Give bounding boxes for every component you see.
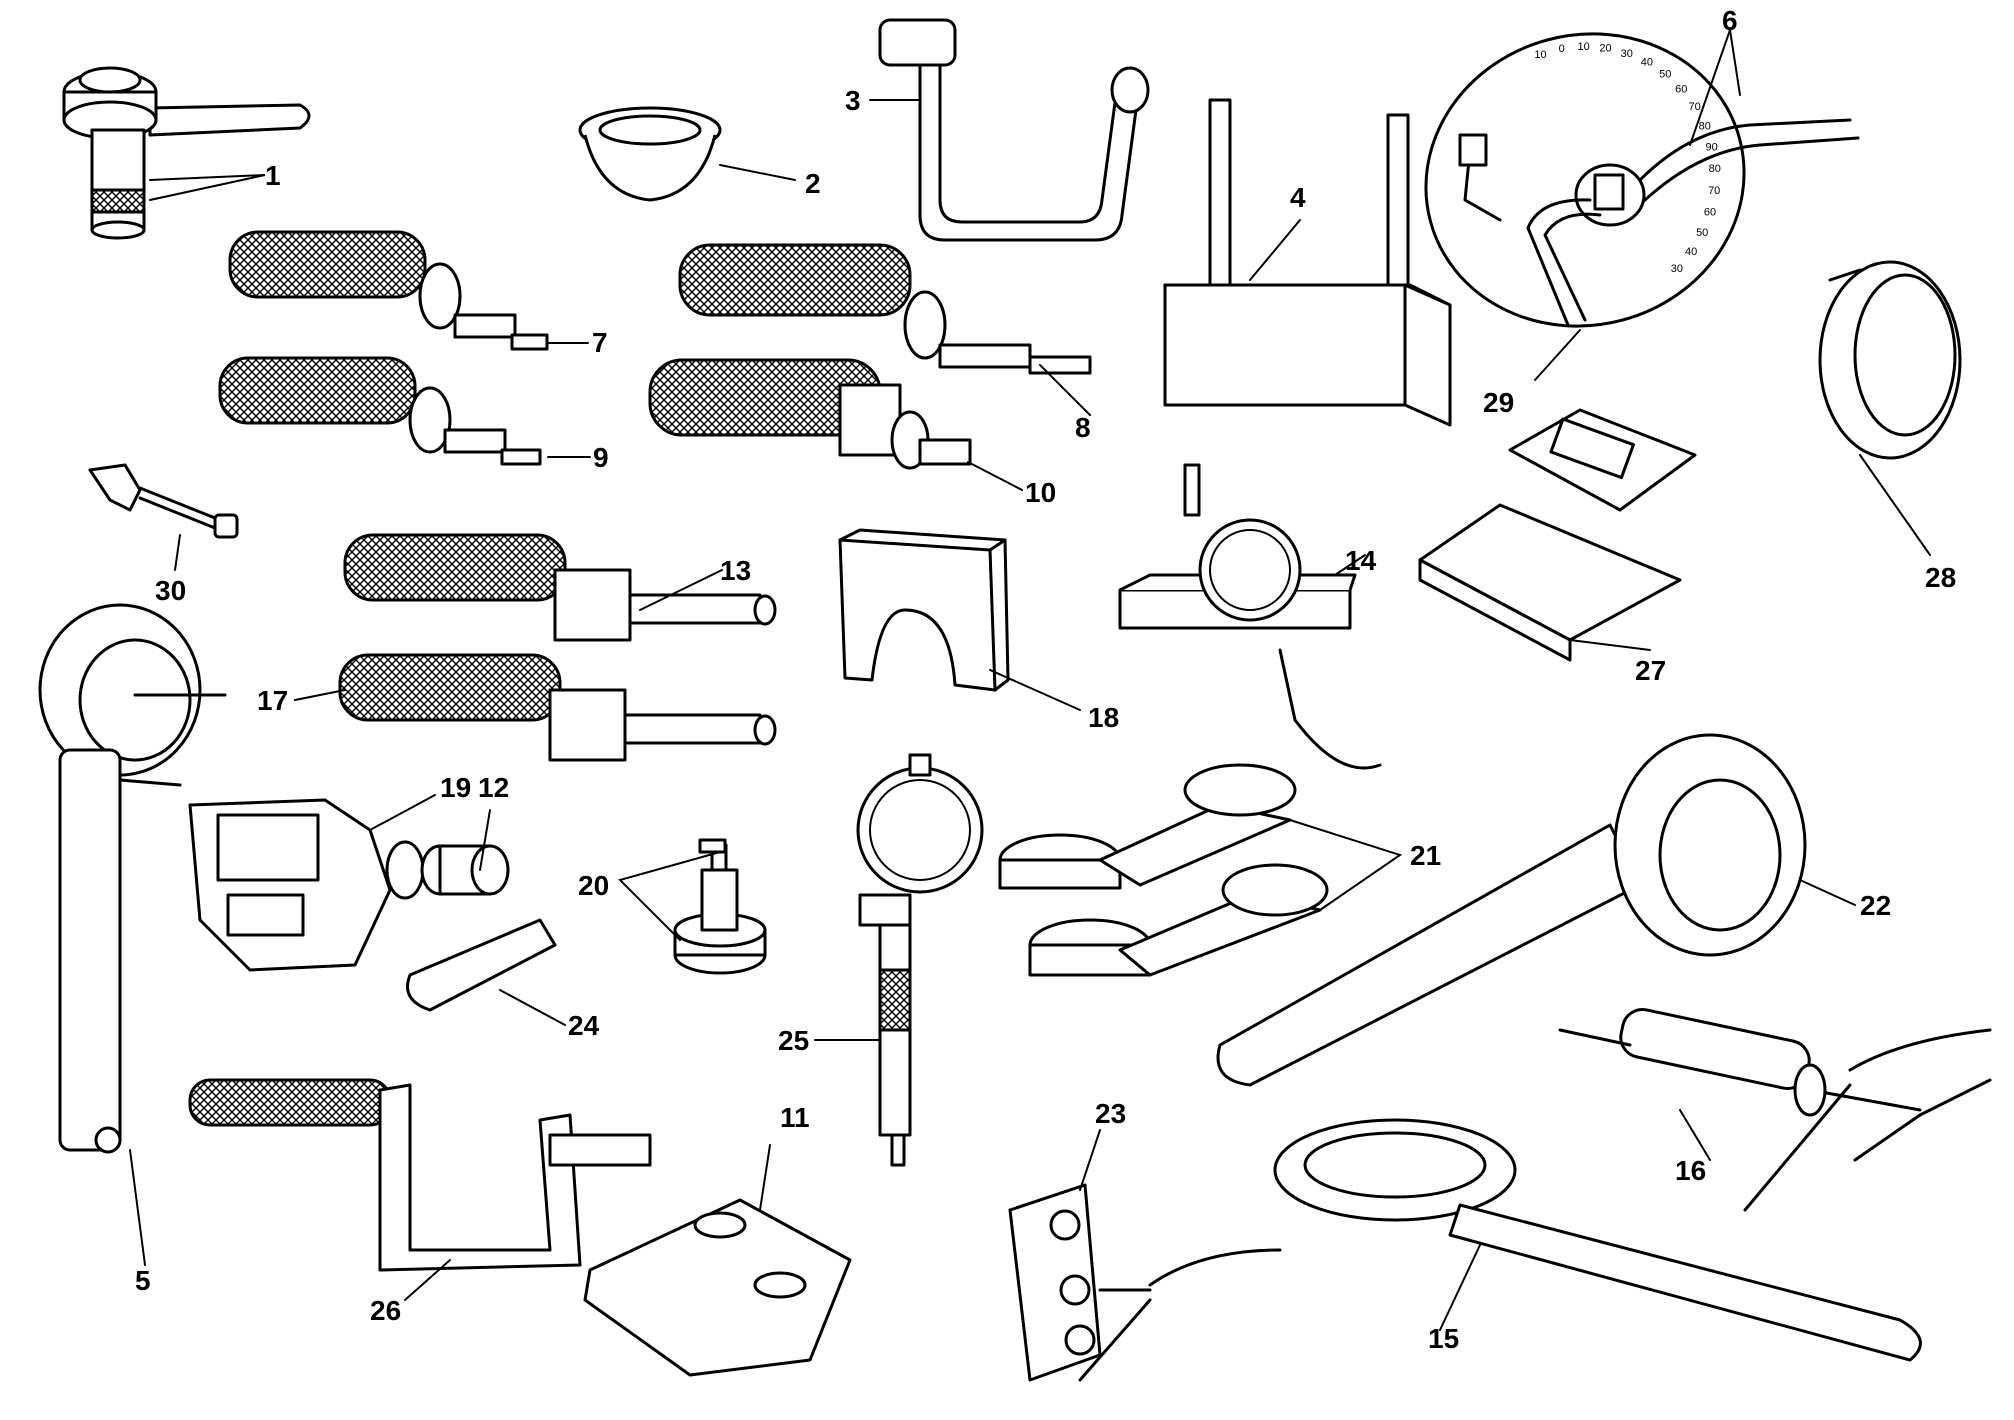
tool-20-pin-base xyxy=(673,838,767,975)
dial-scale-mark: 30 xyxy=(1671,263,1683,275)
dial-scale-mark: 0 xyxy=(1559,43,1565,55)
label-30: 30 xyxy=(155,575,186,606)
label-5: 5 xyxy=(135,1265,151,1296)
tool-29-degree-wheel xyxy=(1424,32,1860,328)
label-11: 11 xyxy=(780,1102,810,1133)
label-15: 15 xyxy=(1428,1323,1459,1354)
label-2: 2 xyxy=(805,168,821,199)
label-4: 4 xyxy=(1290,182,1306,213)
dial-scale-mark: 10 xyxy=(1534,49,1546,61)
tool-8-drift xyxy=(678,243,1092,375)
label-22: 22 xyxy=(1860,890,1891,921)
tool-12-sleeve xyxy=(420,844,510,896)
part-labels: 1 2 3 4 5 6 7 8 9 10 11 12 13 14 15 16 1… xyxy=(135,5,1956,1354)
tool-23-adjuster-plate xyxy=(1008,1183,1282,1382)
label-13: 13 xyxy=(720,555,751,586)
tool-27-digital-gauge xyxy=(1418,408,1697,662)
tool-3-bent-bar xyxy=(878,18,1150,242)
tool-28-ring xyxy=(1818,260,1962,460)
dial-scale-mark: 80 xyxy=(1709,163,1721,175)
tool-5-holding-wrench xyxy=(38,603,227,1154)
label-8: 8 xyxy=(1075,412,1091,443)
tool-14-dial-indicator xyxy=(1118,463,1382,770)
label-18: 18 xyxy=(1088,702,1119,733)
label-20: 20 xyxy=(578,870,609,901)
label-19: 19 xyxy=(440,772,471,803)
leader-lines xyxy=(129,29,1931,1331)
tool-4-fixture-block xyxy=(1163,98,1452,427)
tool-22-long-wrench xyxy=(1216,733,1807,1087)
tool-26-c-frame xyxy=(188,1078,652,1272)
label-17: 17 xyxy=(257,685,288,716)
dial-scale-mark: 70 xyxy=(1708,185,1720,197)
tool-19-gauge xyxy=(188,798,425,972)
label-21: 21 xyxy=(1410,840,1441,871)
dial-scale-mark: 40 xyxy=(1685,246,1697,258)
label-24: 24 xyxy=(568,1010,600,1041)
tool-15-ring-spanner xyxy=(1273,1118,1922,1362)
tool-21-holders xyxy=(998,763,1329,977)
label-10: 10 xyxy=(1025,477,1056,508)
dial-scale-mark: 90 xyxy=(1705,142,1717,154)
dial-scale-mark: 40 xyxy=(1641,57,1653,69)
label-12: 12 xyxy=(478,772,509,803)
tool-1-socket-wrench xyxy=(62,66,311,240)
tool-24-taper-pin xyxy=(406,918,557,1012)
tool-2-cup-wrench xyxy=(578,106,722,202)
dial-scale-mark: 50 xyxy=(1696,227,1708,239)
label-26: 26 xyxy=(370,1295,401,1326)
tool-9-drift xyxy=(218,356,542,466)
label-23: 23 xyxy=(1095,1098,1126,1129)
label-7: 7 xyxy=(592,327,608,358)
label-1: 1 xyxy=(265,160,281,191)
tool-7-drift xyxy=(228,230,549,351)
label-3: 3 xyxy=(845,85,861,116)
tool-30-screw-clamp xyxy=(88,463,239,539)
dial-scale-mark: 10 xyxy=(1577,41,1589,53)
tool-18-spacer-plate xyxy=(838,528,1010,692)
tool-11-split-block xyxy=(583,1198,852,1377)
label-25: 25 xyxy=(778,1025,809,1056)
dial-scale-mark: 80 xyxy=(1699,121,1711,133)
label-29: 29 xyxy=(1483,387,1514,418)
dial-scale-mark: 70 xyxy=(1688,101,1700,113)
dial-scale-mark: 20 xyxy=(1599,43,1611,55)
dial-scale-mark: 60 xyxy=(1675,84,1687,96)
tool-17-drift xyxy=(338,653,777,762)
label-16: 16 xyxy=(1675,1155,1706,1186)
tool-13-drift xyxy=(343,533,777,642)
dial-scale-mark: 30 xyxy=(1621,48,1633,60)
label-6: 6 xyxy=(1722,5,1738,36)
tool-16-puller xyxy=(1558,1007,1992,1212)
dial-scale-mark: 60 xyxy=(1704,207,1716,219)
label-14: 14 xyxy=(1345,545,1377,576)
tool-25-bore-gauge xyxy=(856,753,984,1167)
label-27: 27 xyxy=(1635,655,1666,686)
tool-10-drift xyxy=(648,358,972,470)
label-28: 28 xyxy=(1925,562,1956,593)
dial-scale-mark: 50 xyxy=(1659,69,1671,81)
label-9: 9 xyxy=(593,442,609,473)
